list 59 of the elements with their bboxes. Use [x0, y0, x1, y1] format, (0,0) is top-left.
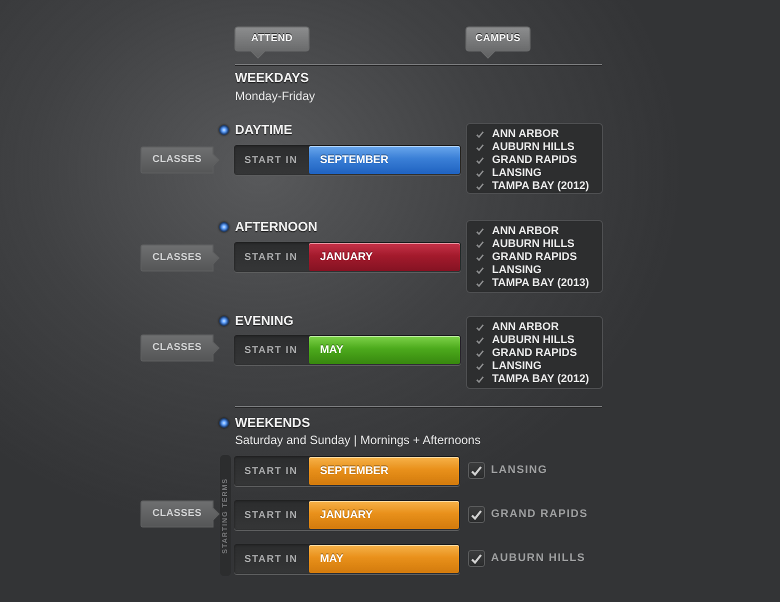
campus-name: GRAND RAPIDS — [492, 251, 577, 264]
start-label: START IN — [243, 154, 299, 168]
term-selector — [234, 544, 460, 574]
month-button: SEPTEMBER — [309, 457, 459, 485]
tab-label: ATTEND — [250, 32, 294, 46]
tag-label: CLASSES — [151, 251, 203, 265]
month-button: JANUARY — [309, 501, 459, 529]
start-label: START IN — [243, 344, 299, 358]
term-selector — [234, 456, 460, 486]
campus-name: TAMPA BAY (2012) — [492, 373, 589, 386]
section-heading: DAYTIME — [235, 122, 292, 137]
campus-name: AUBURN HILLS — [492, 334, 574, 347]
term-selector — [234, 242, 461, 272]
campus-label: LANSING — [491, 464, 548, 476]
tab-label: CAMPUS — [474, 32, 522, 46]
start-label: START IN — [243, 250, 299, 264]
campus-name: ANN ARBOR — [492, 321, 559, 334]
campus-name: TAMPA BAY (2012) — [492, 180, 589, 193]
campus-name: GRAND RAPIDS — [492, 154, 577, 167]
campus-name: AUBURN HILLS — [492, 141, 574, 154]
section-heading: WEEKENDS — [235, 415, 310, 430]
term-selector — [234, 500, 460, 530]
month-button: MAY — [309, 336, 460, 364]
month-button: MAY — [309, 545, 459, 573]
tab-callout — [235, 27, 309, 58]
campus-name: ANN ARBOR — [492, 128, 559, 141]
tag-callout — [141, 335, 219, 361]
campus-list-panel — [466, 316, 603, 389]
tag-label: CLASSES — [151, 153, 203, 167]
term-selector — [234, 335, 461, 365]
term-selector — [234, 145, 461, 175]
campus-name: AUBURN HILLS — [492, 238, 574, 251]
campus-name: LANSING — [492, 264, 542, 277]
campus-label: GRAND RAPIDS — [491, 508, 588, 520]
tag-callout — [141, 245, 219, 271]
tag-label: CLASSES — [151, 507, 203, 521]
tab-callout — [466, 27, 530, 58]
campus-name: LANSING — [492, 360, 542, 373]
tag-callout — [141, 501, 219, 527]
campus-name: ANN ARBOR — [492, 225, 559, 238]
tag-callout — [141, 147, 219, 173]
section-subtitle: Saturday and Sunday | Mornings + Afternoons — [235, 433, 481, 447]
campus-name: TAMPA BAY (2013) — [492, 277, 589, 290]
section-heading: WEEKDAYS — [235, 70, 309, 85]
campus-list-panel — [466, 123, 603, 194]
campus-list-panel — [466, 220, 603, 293]
section-heading: EVENING — [235, 313, 294, 328]
vertical-band — [220, 455, 231, 576]
campus-name: GRAND RAPIDS — [492, 347, 577, 360]
section-heading: AFTERNOON — [235, 219, 318, 234]
month-button: JANUARY — [309, 243, 460, 271]
tag-label: CLASSES — [151, 341, 203, 355]
start-label: START IN — [243, 508, 299, 522]
month-button: SEPTEMBER — [309, 146, 460, 174]
section-subtitle: Monday-Friday — [235, 89, 316, 103]
start-label: START IN — [243, 464, 299, 478]
campus-label: AUBURN HILLS — [491, 552, 586, 564]
campus-name: LANSING — [492, 167, 542, 180]
start-label: START IN — [243, 552, 299, 566]
